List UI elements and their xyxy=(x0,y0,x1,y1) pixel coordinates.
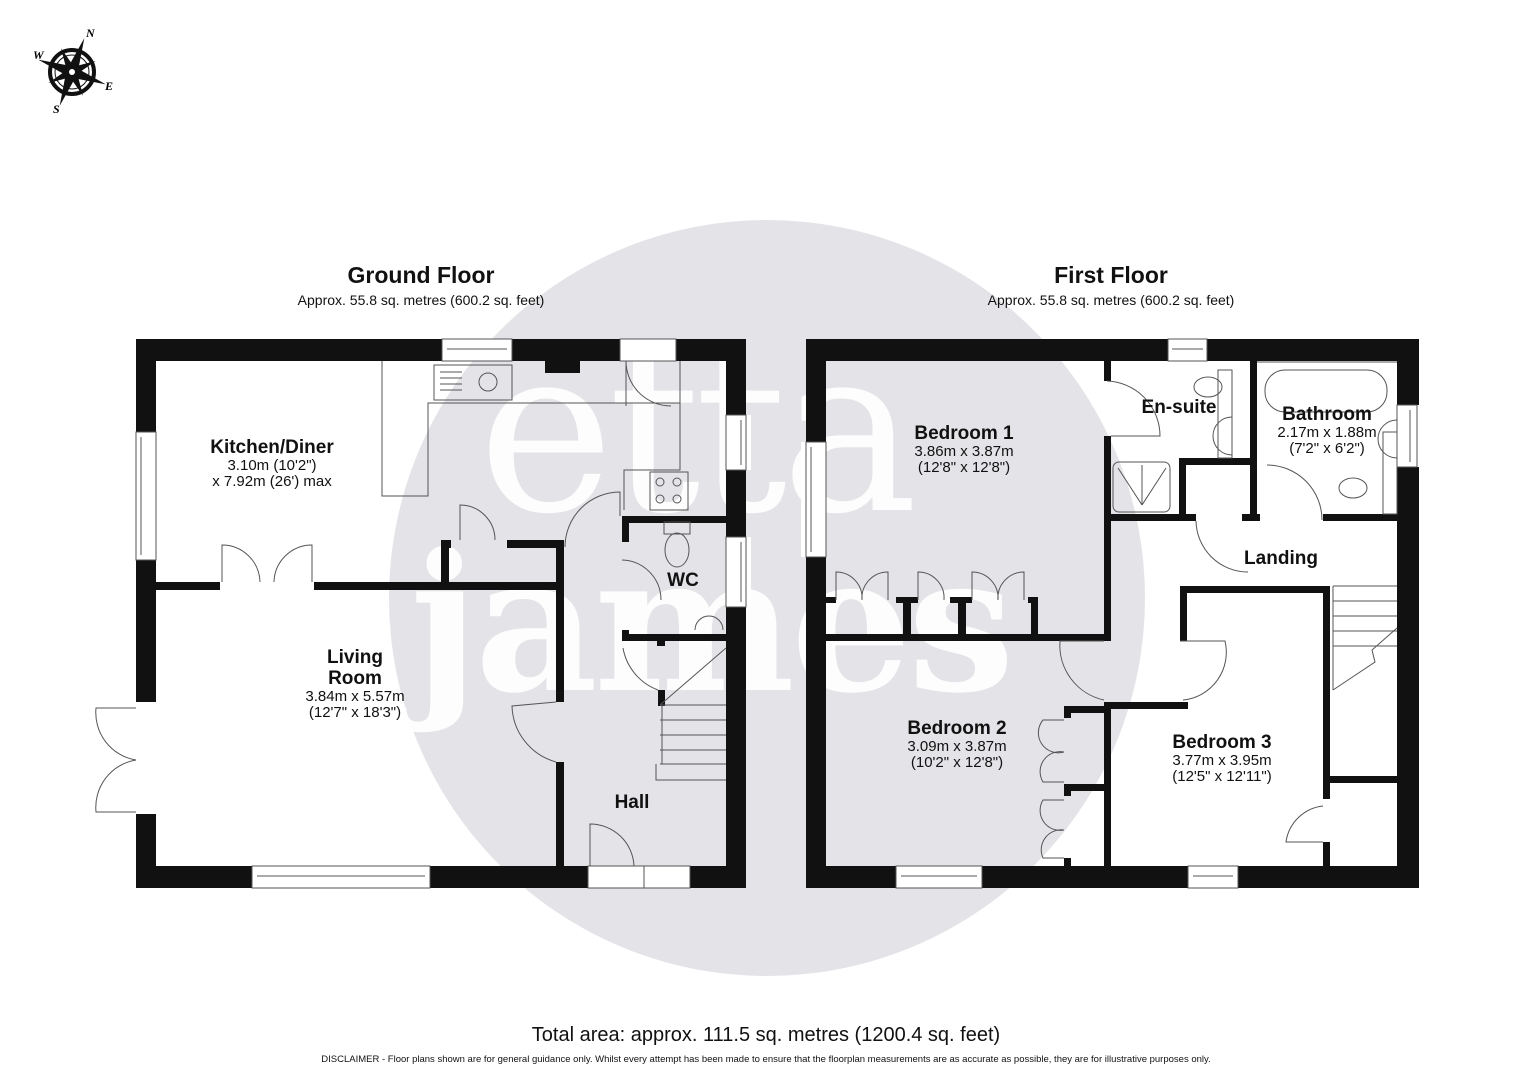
room-label-bedroom-3: Bedroom 3 3.77m x 3.95m (12'5" x 12'11") xyxy=(1172,732,1272,785)
room-label-kitchen-diner: Kitchen/Diner 3.10m (10'2") x 7.92m (26'… xyxy=(210,437,334,490)
compass-label-s: S xyxy=(53,102,60,116)
first-floor-fixtures xyxy=(805,338,1418,889)
watermark-logo: etta james xyxy=(395,298,1015,735)
total-area: Total area: approx. 111.5 sq. metres (12… xyxy=(531,1024,1001,1046)
compass-label-w: W xyxy=(33,48,44,62)
room-label-wc: WC xyxy=(667,570,699,591)
watermark-circle xyxy=(389,220,1145,976)
first-floor-area: Approx. 55.8 sq. metres (600.2 sq. feet) xyxy=(987,292,1235,308)
ground-floor-title: Ground Floor xyxy=(347,262,495,288)
room-label-living-room: Living Room 3.84m x 5.57m (12'7" x 18'3"… xyxy=(305,647,405,721)
ground-floor-area: Approx. 55.8 sq. metres (600.2 sq. feet) xyxy=(297,292,545,308)
room-label-hall: Hall xyxy=(614,792,650,813)
room-label-bedroom-2: Bedroom 2 3.09m x 3.87m (10'2" x 12'8") xyxy=(907,718,1007,771)
compass-rose-icon xyxy=(38,38,106,106)
room-label-en-suite: En-suite xyxy=(1141,397,1217,418)
compass-label-e: E xyxy=(105,79,114,93)
svg-text:james: james xyxy=(395,512,1011,735)
first-floor-title: First Floor xyxy=(1054,262,1168,288)
first-floor-plan xyxy=(801,339,1424,888)
disclaimer: DISCLAIMER - Floor plans shown are for g… xyxy=(321,1054,1211,1065)
room-label-bathroom: Bathroom 2.17m x 1.88m (7'2" x 6'2") xyxy=(1277,404,1377,457)
room-label-bedroom-1: Bedroom 1 3.86m x 3.87m (12'8" x 12'8") xyxy=(914,423,1014,476)
ground-floor-fixtures xyxy=(95,338,747,889)
room-label-landing: Landing xyxy=(1244,548,1318,569)
compass-label-n: N xyxy=(86,26,95,40)
